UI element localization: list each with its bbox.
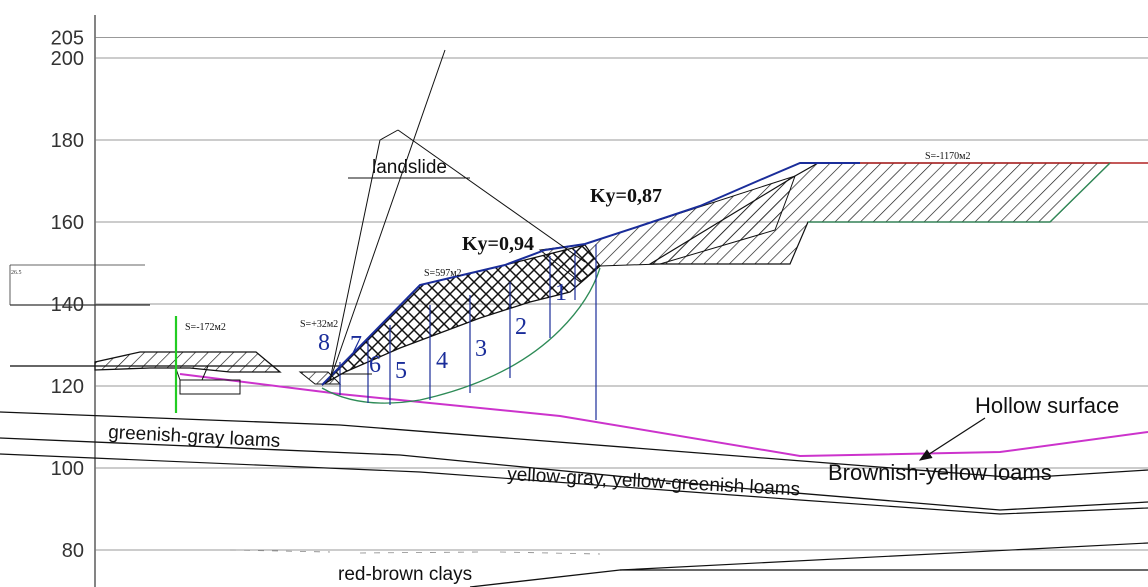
noise-dashes [229, 549, 601, 555]
landslide-body [321, 244, 601, 386]
brownish-yellow-label: Brownish-yellow loams [828, 460, 1052, 485]
fill-area-left [94, 351, 282, 373]
ky-lower-label: Ky=0,94 [462, 233, 534, 255]
red-brown-label: red-brown clays [338, 564, 472, 585]
slice-number: 8 [318, 330, 330, 356]
slice-divisions [339, 244, 597, 420]
slice-number: 6 [369, 352, 381, 378]
red-brown-clays-boundary [469, 569, 1148, 587]
y-tick-label: 100 [51, 458, 84, 480]
hollow-surface-label: Hollow surface [975, 393, 1119, 418]
hollow-surface-line [179, 373, 1148, 458]
slice-number: 3 [475, 336, 487, 362]
y-tick-label: 160 [51, 212, 84, 234]
area-label-small: S=+32м2 [300, 319, 338, 330]
construction-lines [329, 49, 586, 381]
ky-upper-label: Ky=0,87 [590, 185, 662, 207]
slope-surface-line [321, 162, 860, 386]
area-label-right: S=-1170м2 [925, 151, 971, 162]
yellow-gray-loams-boundary [0, 437, 1148, 511]
svg-text:26.5: 26.5 [11, 270, 22, 276]
y-tick-label: 205 [51, 28, 84, 50]
slice-number: 4 [436, 348, 448, 374]
area-label-left: S=-172м2 [185, 322, 226, 333]
yellow-gray-label: yellow-gray, yellow-greenish loams [507, 464, 801, 500]
greenish-gray-loams-boundary [0, 411, 1148, 479]
red-brown-clays-boundary-2 [619, 542, 1148, 571]
slice-number: 5 [395, 358, 407, 384]
slice-number: 2 [515, 314, 527, 340]
y-tick-label: 120 [51, 376, 84, 398]
y-tick-label: 200 [51, 48, 84, 70]
left-box [179, 379, 241, 395]
greenish-gray-label: greenish-gray loams [108, 422, 281, 452]
slice-number: 1 [555, 280, 567, 306]
y-tick-label: 80 [62, 540, 84, 562]
slip-circle-arc [321, 267, 601, 404]
area-label-middle: S=597м2 [424, 268, 462, 279]
slip-surface-upper [808, 162, 1111, 223]
slice-number: 7 [350, 332, 362, 358]
hollow-surface-arrow [918, 417, 986, 461]
yellow-gray-loams-boundary-2 [0, 453, 1148, 515]
y-tick-label: 180 [51, 130, 84, 152]
landslide-label: landslide [372, 157, 447, 178]
